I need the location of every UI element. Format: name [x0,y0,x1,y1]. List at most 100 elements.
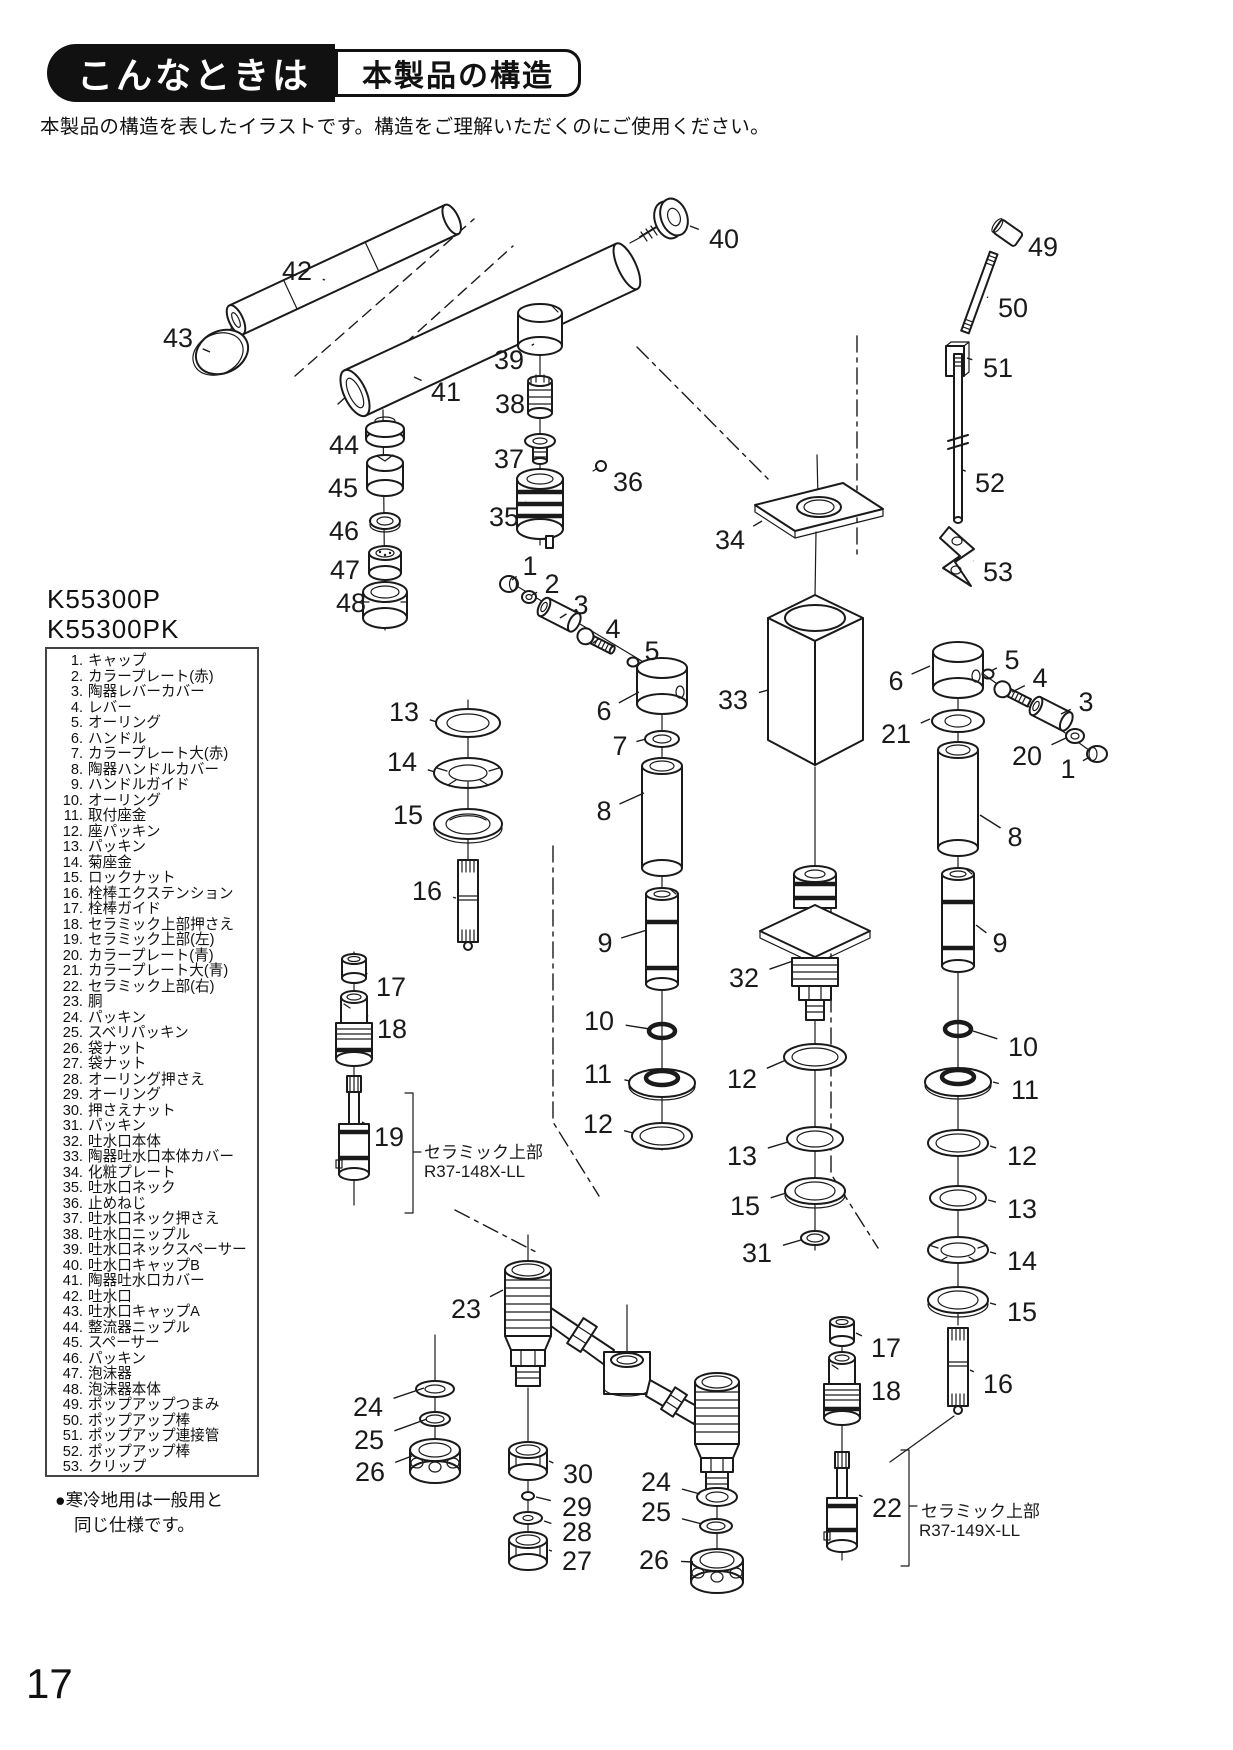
part-name: カラープレート(赤) [88,668,214,685]
part-number: 1. [70,653,83,669]
part-9-right [941,867,975,973]
part-row: 7.カラープレート大(赤) [47,746,257,763]
leader-line [394,1455,413,1464]
part-number: 29. [62,1087,83,1103]
part-row: 16. 栓棒エクステンション [47,885,257,903]
leader-line [680,1560,694,1563]
part-row: 10.オーリング [47,793,257,810]
leader-line [689,225,700,231]
part-number: 26. [62,1040,83,1057]
part-number: 16. [62,885,83,902]
part-27 [508,1531,548,1571]
callout-13: 13 [389,697,419,727]
leader-line [770,1192,787,1199]
part-name: パッキン [88,1009,146,1026]
part-14 [433,757,503,789]
part-25-center [699,1518,733,1534]
part-name: 陶器吐水口カバー [88,1273,205,1289]
part-row: 9.ハンドルガイド [47,777,257,794]
part-row: 6.ハンドル [47,730,257,748]
part-number: 27. [62,1056,83,1072]
part-row: 27.袋ナット [47,1056,257,1073]
part-38 [527,374,553,419]
part-row: 33.陶器吐水口本体カバー [47,1149,257,1166]
leader-line [623,1130,634,1134]
bracket-149 [900,1449,918,1567]
part-row: 2.カラープレート(赤) [47,668,257,686]
part-row: 4.レバー [47,699,257,717]
part-37 [524,433,556,465]
part-row: 8.陶器ハンドルカバー [47,762,257,779]
leader-line [636,738,647,743]
callout-8: 8 [1007,822,1022,852]
part-20 [1065,728,1085,744]
leader-line [624,1079,631,1082]
callout-38: 38 [495,389,525,419]
part-row: 19.セラミック上部(左) [47,932,257,949]
callout-32: 32 [729,963,759,993]
part-row: 5.オーリング [47,715,257,732]
callout-26: 26 [639,1545,669,1575]
part-13-center [786,1126,844,1152]
callout-12: 12 [727,1064,757,1094]
part-row: 49.ポップアップつまみ [47,1397,257,1414]
part-number: 31. [62,1118,83,1134]
leader-line [202,348,211,353]
leader-line [681,1488,701,1495]
section-header: こんなときは 本製品の構造 [47,44,582,102]
part-11-right [924,1067,992,1100]
callout-27: 27 [562,1546,592,1576]
part-popup-cap-40 [639,197,689,242]
leader-line [1082,757,1089,762]
part-name: 栓棒エクステンション [88,885,234,902]
callout-17: 17 [376,972,406,1002]
part-13-right [929,1185,987,1211]
part-14-right [927,1236,989,1264]
callout-33: 33 [718,685,748,715]
callout-11: 11 [584,1059,612,1089]
leader-line [1011,684,1026,693]
part-12-right [927,1129,989,1157]
part-row: 48.泡沫器本体 [47,1382,257,1399]
leader-line [489,1289,504,1298]
part-row: 20.カラープレート(青) [47,948,257,965]
part-number: 12. [62,823,83,840]
part-row: 38.吐水口ニップル [47,1227,257,1244]
part-number: 6. [70,730,83,747]
callout-28: 28 [562,1517,592,1547]
part-name: カラープレート大(青) [88,963,229,979]
leader-line [966,357,973,361]
part-24-left [415,1380,455,1398]
part-12-packing [631,1122,693,1150]
section-title-box: 本製品の構造 [335,49,582,97]
part-name: クリップ [88,1459,147,1475]
part-16-right [947,1327,969,1415]
callout-16: 16 [412,876,442,906]
part-name: レバー [88,699,132,716]
callout-11: 11 [1011,1075,1039,1105]
part-row: 53. クリップ [47,1459,257,1476]
part-name: パッキン [88,839,146,855]
callout-4: 4 [605,614,620,644]
part-number: 15. [62,870,83,886]
part-name: 吐水口 [88,1288,132,1305]
callout-49: 49 [1028,232,1058,262]
leader-line [969,1369,975,1373]
part-name: スベリパッキン [88,1025,189,1041]
part-number: 53. [62,1459,83,1475]
part-name: パッキン [88,1350,146,1367]
leader-line [920,718,931,724]
callout-42: 42 [282,256,312,286]
leader-line [972,1030,998,1040]
leader-line [989,1145,997,1149]
leader-line [989,1302,997,1306]
callout-13: 13 [1007,1194,1037,1224]
callout-7: 7 [612,731,627,761]
leader-line [855,1332,863,1337]
part-2-washer [521,590,537,604]
leader-line [975,924,987,934]
callout-21: 21 [881,719,911,749]
part-name: スペーサー [88,1335,160,1351]
part-number: 32. [62,1133,83,1150]
section-badge-label: こんなときは [77,55,312,96]
